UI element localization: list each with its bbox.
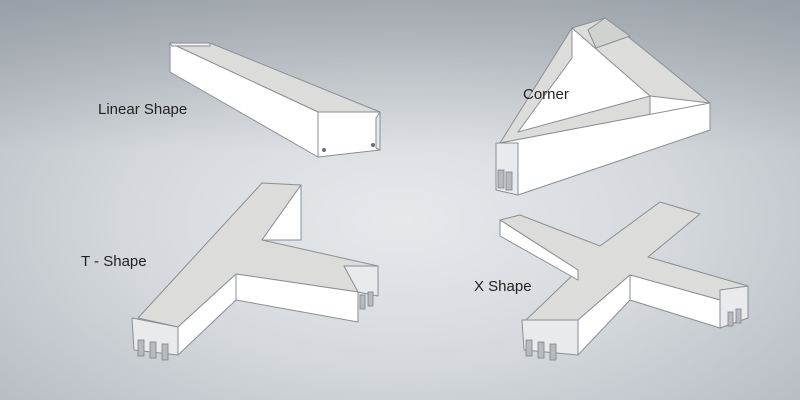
x-shape-label: X Shape xyxy=(474,278,532,295)
linear-shape-label: Linear Shape xyxy=(98,101,188,118)
t-shape-label: T - Shape xyxy=(81,253,147,270)
corner-label: Corner xyxy=(523,86,569,103)
